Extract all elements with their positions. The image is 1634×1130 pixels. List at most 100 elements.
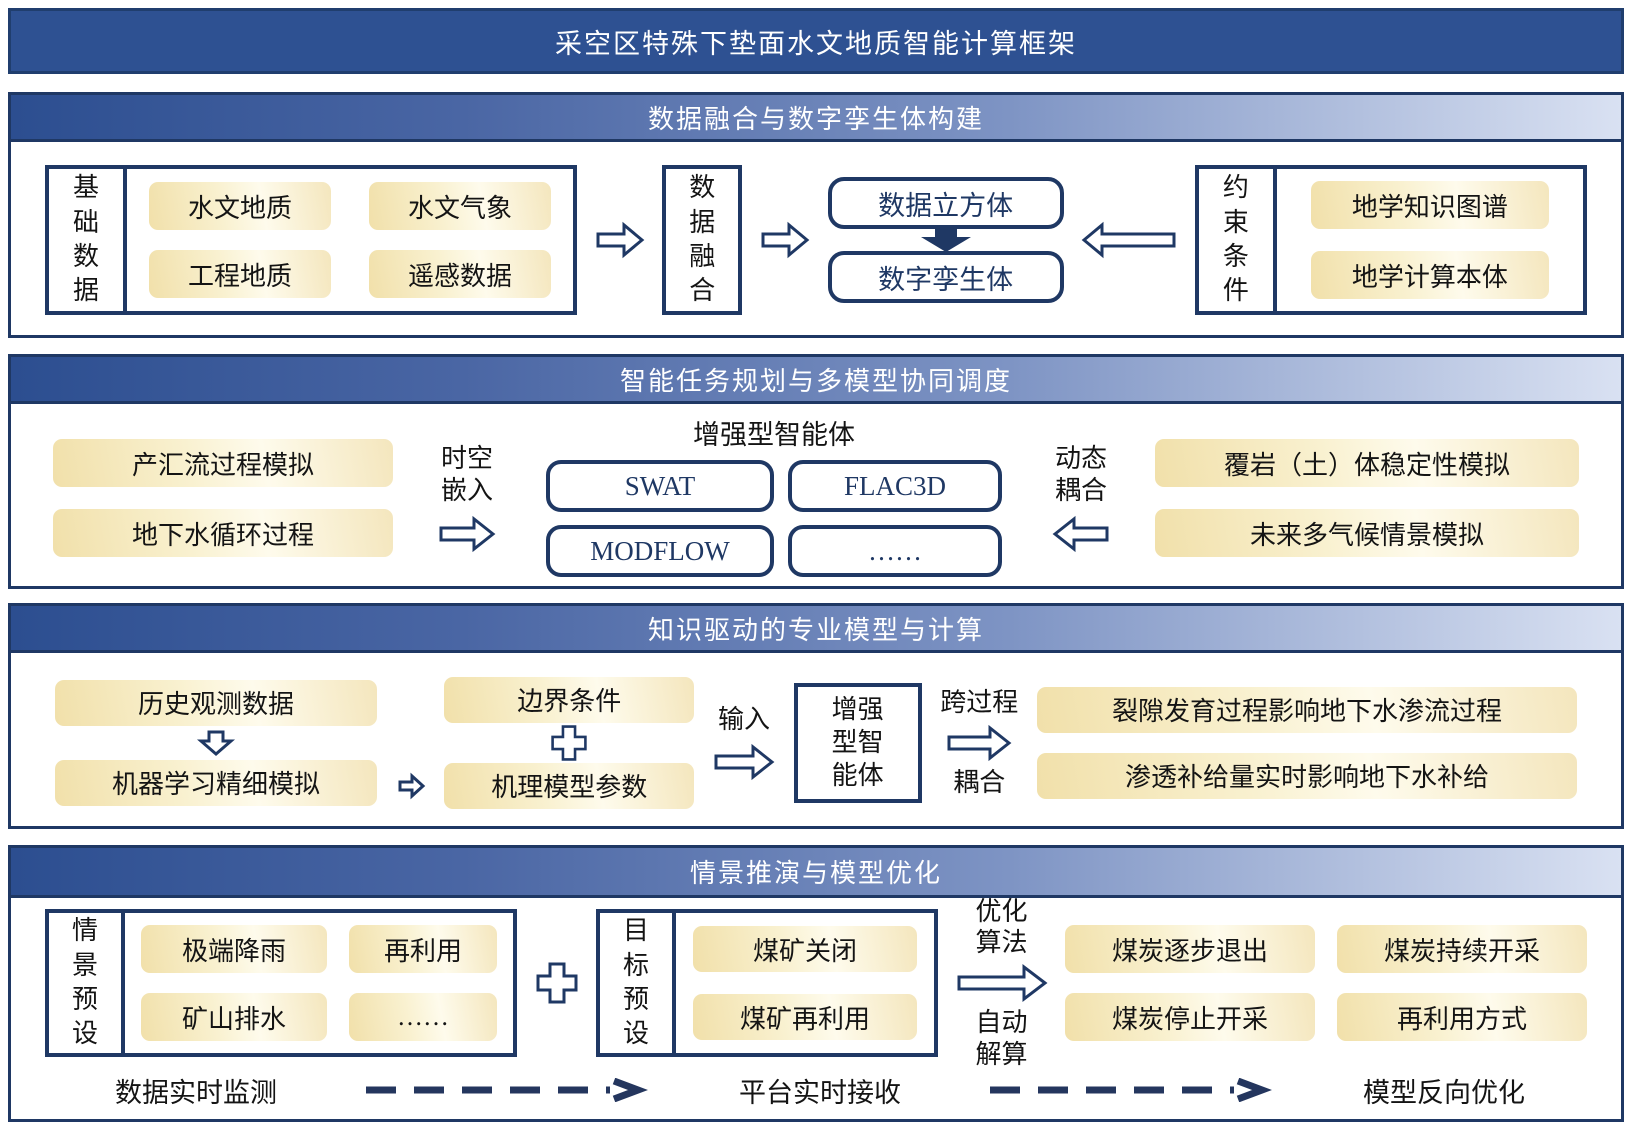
scenario-item: 矿山排水	[141, 993, 327, 1041]
process-sim-item: 地下水循环过程	[53, 509, 393, 557]
target-frame: 目标预设 煤矿关闭 煤矿再利用	[596, 909, 938, 1057]
base-data-label: 基础数据	[72, 173, 99, 306]
optimize-algorithm-label: 优化算法	[975, 896, 1028, 958]
arrow-right-icon	[946, 724, 1012, 762]
input-label: 输入	[717, 704, 770, 734]
scenario-item: ……	[349, 993, 497, 1041]
plus-icon	[550, 724, 588, 762]
process-sim-stack: 产汇流过程模拟 地下水循环过程	[53, 439, 393, 557]
feedback-flow-row: 数据实时监测 平台实时接收 模型反向优化	[11, 1063, 1621, 1117]
arrow-left-icon	[1052, 515, 1110, 553]
digital-twin-box: 数字孪生体	[827, 251, 1064, 303]
arrow-right-icon	[760, 221, 810, 259]
optimization-group: 优化算法 自动解算	[956, 896, 1048, 1071]
base-data-item: 工程地质	[149, 250, 331, 298]
section-scenario-optimization: 情景推演与模型优化 情景预设 极端降雨 再利用 矿山排水 …… 目标预设	[8, 845, 1624, 1122]
section3-header: 知识驱动的专业模型与计算	[11, 606, 1621, 653]
enhanced-agent-label: 增强型智能体	[831, 694, 884, 791]
spacetime-embed-group: 时空嵌入	[438, 443, 496, 552]
target-label-cell: 目标预设	[600, 913, 676, 1053]
section1-content: 基础数据 水文地质 水文气象 工程地质 遥感数据 数据融合 数据立方体	[11, 142, 1621, 338]
scenario-item: 再利用	[349, 925, 497, 973]
seepage-item: 裂隙发育过程影响地下水渗流过程	[1036, 686, 1577, 733]
seepage-stack: 裂隙发育过程影响地下水渗流过程 渗透补给量实时影响地下水补给	[1036, 686, 1577, 799]
seepage-item: 渗透补给量实时影响地下水补给	[1036, 752, 1577, 799]
base-data-label-cell: 基础数据	[49, 169, 127, 311]
data-fusion-box: 数据融合	[662, 165, 743, 315]
process-sim-item: 产汇流过程模拟	[53, 439, 393, 487]
section2-content: 产汇流过程模拟 地下水循环过程 时空嵌入 增强型智能体 SWAT FLAC3D …	[11, 404, 1621, 592]
couple-label: 耦合	[953, 767, 1006, 797]
section-knowledge-models: 知识驱动的专业模型与计算 历史观测数据 机器学习精细模拟 边界条件 机理模型参数	[8, 603, 1624, 829]
twin-column: 数据立方体 数字孪生体	[827, 177, 1064, 303]
agent-models-group: 增强型智能体 SWAT FLAC3D MODFLOW ……	[541, 419, 1007, 578]
target-item: 煤矿再利用	[693, 994, 917, 1040]
model-box: ……	[788, 525, 1002, 578]
target-label: 目标预设	[622, 916, 649, 1049]
dynamic-couple-label: 动态耦合	[1054, 444, 1107, 505]
observation-ml-column: 历史观测数据 机器学习精细模拟	[55, 679, 377, 806]
model-box: MODFLOW	[546, 525, 774, 578]
section-data-fusion: 数据融合与数字孪生体构建 基础数据 水文地质 水文气象 工程地质 遥感数据 数据…	[8, 92, 1624, 338]
base-data-item: 水文气象	[369, 182, 551, 230]
history-data-box: 历史观测数据	[55, 679, 377, 726]
stability-sim-item: 覆岩（土）体稳定性模拟	[1155, 439, 1579, 487]
enhanced-agent-box: 增强型智能体	[793, 682, 922, 803]
scenario-label: 情景预设	[71, 916, 98, 1049]
flow-step-label: 模型反向优化	[1363, 1077, 1525, 1108]
dashed-arrow-icon	[362, 1078, 654, 1102]
outcome-item: 再利用方式	[1337, 993, 1587, 1041]
diagram-title: 采空区特殊下垫面水文地质智能计算框架	[8, 8, 1624, 74]
stability-sim-stack: 覆岩（土）体稳定性模拟 未来多气候情景模拟	[1155, 439, 1579, 557]
constraints-frame: 约束条件 地学知识图谱 地学计算本体	[1194, 165, 1587, 315]
scenario-grid: 极端降雨 再利用 矿山排水 ……	[125, 913, 513, 1053]
flow-step-label: 数据实时监测	[115, 1077, 277, 1108]
section4-content: 情景预设 极端降雨 再利用 矿山排水 …… 目标预设 煤矿关闭 煤矿再利用	[11, 897, 1621, 1069]
stability-sim-item: 未来多气候情景模拟	[1155, 509, 1579, 557]
flow-step-label: 平台实时接收	[739, 1077, 901, 1108]
data-cube-box: 数据立方体	[827, 177, 1064, 229]
outcome-item: 煤炭停止开采	[1065, 993, 1315, 1041]
section1-header: 数据融合与数字孪生体构建	[11, 95, 1621, 142]
section2-header: 智能任务规划与多模型协同调度	[11, 357, 1621, 404]
spacetime-embed-label: 时空嵌入	[440, 444, 493, 505]
constraint-item: 地学知识图谱	[1310, 181, 1549, 229]
arrow-right-icon	[438, 515, 496, 553]
base-data-frame: 基础数据 水文地质 水文气象 工程地质 遥感数据	[45, 165, 577, 315]
plus-icon	[535, 961, 579, 1005]
arrow-right-icon	[595, 221, 645, 259]
cross-process-group: 跨过程 耦合	[940, 687, 1018, 798]
dynamic-couple-group: 动态耦合	[1052, 443, 1110, 552]
mechanism-param-box: 机理模型参数	[444, 762, 695, 809]
boundary-box: 边界条件	[444, 676, 695, 723]
arrow-left-icon	[1081, 221, 1177, 259]
constraints-label-cell: 约束条件	[1199, 169, 1277, 311]
boundary-param-column: 边界条件 机理模型参数	[444, 676, 695, 809]
constraint-item: 地学计算本体	[1310, 251, 1549, 299]
constraints-label: 约束条件	[1222, 173, 1249, 306]
constraints-items: 地学知识图谱 地学计算本体	[1277, 169, 1583, 311]
outcome-item: 煤炭逐步退出	[1065, 925, 1315, 973]
arrow-right-icon	[956, 963, 1048, 1003]
dashed-arrow-icon	[986, 1078, 1278, 1102]
auto-solve-label: 自动解算	[975, 1008, 1028, 1069]
base-data-grid: 水文地质 水文气象 工程地质 遥感数据	[127, 169, 573, 311]
ml-sim-box: 机器学习精细模拟	[55, 759, 377, 806]
target-items: 煤矿关闭 煤矿再利用	[676, 913, 934, 1053]
input-group: 输入	[713, 704, 775, 782]
arrow-right-icon	[713, 743, 775, 781]
data-fusion-label: 数据融合	[689, 173, 716, 306]
cross-process-label: 跨过程	[940, 687, 1019, 717]
scenario-item: 极端降雨	[141, 925, 327, 973]
model-grid: SWAT FLAC3D MODFLOW ……	[546, 460, 1002, 578]
base-data-item: 水文地质	[149, 182, 331, 230]
section3-content: 历史观测数据 机器学习精细模拟 边界条件 机理模型参数 输入	[11, 653, 1621, 832]
arrow-down-solid-icon	[919, 228, 973, 252]
arrow-down-icon	[196, 729, 236, 757]
scenario-frame: 情景预设 极端降雨 再利用 矿山排水 ……	[45, 909, 517, 1057]
arrow-right-icon	[396, 771, 426, 801]
outcome-item: 煤炭持续开采	[1337, 925, 1587, 973]
agent-title: 增强型智能体	[693, 419, 855, 450]
target-item: 煤矿关闭	[693, 926, 917, 972]
